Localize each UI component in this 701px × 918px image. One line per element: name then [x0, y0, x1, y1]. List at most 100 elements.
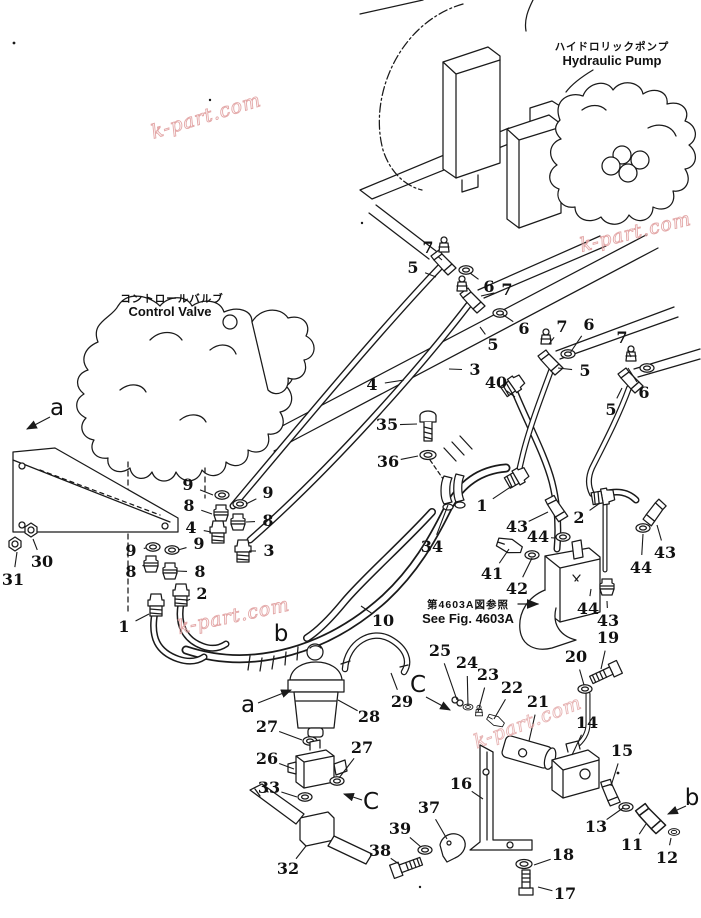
callout-18: 18	[552, 845, 574, 864]
control-valve-drawing	[8, 295, 315, 613]
callout-14: 14	[576, 713, 598, 732]
leader-line	[548, 336, 555, 345]
leader-line	[606, 807, 624, 820]
leader-line	[501, 313, 514, 323]
leader-line	[295, 845, 307, 860]
callout-9: 9	[182, 475, 193, 494]
callout-12: 12	[656, 848, 678, 867]
callout-6: 6	[483, 277, 494, 296]
callout-7: 7	[501, 280, 512, 299]
callout-8: 8	[183, 496, 194, 515]
leader-line	[569, 335, 583, 354]
callout-6: 6	[583, 315, 594, 334]
callout-39: 39	[389, 819, 411, 838]
callout-10: 10	[372, 611, 394, 630]
callout-7: 7	[422, 238, 433, 257]
callout-17: 17	[554, 884, 576, 903]
callout-41: 41	[481, 564, 503, 583]
control-valve-label-jp: コントロールバルブ	[120, 292, 224, 305]
callout-13: 13	[585, 817, 607, 836]
leader-line	[424, 272, 437, 278]
see-fig-label-en: See Fig. 4603A	[422, 611, 514, 626]
callout-5: 5	[579, 361, 590, 380]
leader-line	[400, 455, 419, 460]
leader-line	[338, 757, 355, 779]
callout-6: 6	[638, 383, 649, 402]
callout-leader-lines	[14, 256, 672, 892]
leader-line	[199, 489, 214, 496]
callout-35: 35	[376, 415, 398, 434]
callout-5: 5	[407, 258, 418, 277]
leader-line	[14, 551, 18, 568]
leader-line	[448, 368, 463, 371]
callout-4: 4	[185, 518, 196, 537]
view-letter-C: C	[410, 672, 426, 698]
callout-2: 2	[196, 584, 207, 603]
callout-33: 33	[258, 778, 280, 797]
leader-line	[443, 663, 458, 701]
view-arrow-a	[26, 416, 51, 430]
leader-line	[533, 858, 551, 866]
leader-line	[477, 687, 486, 713]
callout-30: 30	[31, 552, 53, 571]
callout-9: 9	[262, 483, 273, 502]
leader-line	[571, 734, 582, 756]
callout-7: 7	[556, 317, 567, 336]
view-arrow-b	[666, 805, 687, 815]
callout-7: 7	[616, 328, 627, 347]
callout-16: 16	[450, 774, 472, 793]
view-letter-a: a	[50, 395, 64, 421]
callout-44: 44	[577, 599, 599, 618]
leader-line	[528, 714, 536, 742]
clamp-bolt-washer	[419, 410, 466, 511]
leader-line	[409, 837, 422, 848]
callout-43: 43	[654, 543, 676, 562]
leader-line	[177, 547, 187, 551]
view-letter-C: C	[363, 789, 379, 815]
leader-line	[278, 762, 295, 770]
callout-43: 43	[597, 611, 619, 630]
callout-44: 44	[630, 558, 652, 577]
callout-6: 6	[518, 319, 529, 338]
leader-line	[471, 790, 484, 800]
leader-line	[656, 524, 662, 541]
callout-24: 24	[456, 653, 478, 672]
callout-22: 22	[501, 678, 523, 697]
leader-line	[278, 731, 303, 741]
callout-19: 19	[597, 628, 619, 647]
callout-29: 29	[391, 692, 413, 711]
leader-line	[281, 791, 298, 798]
leader-line	[245, 498, 257, 505]
leader-line	[390, 672, 398, 691]
leader-line	[627, 349, 632, 358]
callout-40: 40	[485, 373, 507, 392]
callout-34: 34	[421, 537, 443, 556]
callout-2: 2	[573, 508, 584, 527]
callout-1: 1	[476, 496, 487, 515]
leader-line	[498, 548, 510, 564]
callout-31: 31	[2, 570, 24, 589]
pump-label-pointer	[565, 69, 594, 93]
leader-line	[466, 675, 469, 707]
callout-23: 23	[477, 665, 499, 684]
callout-8: 8	[194, 562, 205, 581]
leader-line	[589, 502, 601, 511]
view-arrow-C	[342, 792, 363, 802]
leader-line	[203, 530, 212, 533]
callout-37: 37	[418, 798, 440, 817]
callout-28: 28	[358, 707, 380, 726]
callout-5: 5	[487, 335, 498, 354]
leader-line	[492, 485, 513, 500]
callout-38: 38	[369, 841, 391, 860]
callout-9: 9	[193, 534, 204, 553]
callout-25: 25	[429, 641, 451, 660]
leader-line	[669, 837, 672, 846]
callout-8: 8	[262, 511, 273, 530]
hoses	[150, 262, 640, 751]
leader-line	[528, 511, 549, 522]
callout-21: 21	[527, 692, 549, 711]
control-valve-label-en: Control Valve	[128, 304, 211, 319]
callout-26: 26	[256, 749, 278, 768]
